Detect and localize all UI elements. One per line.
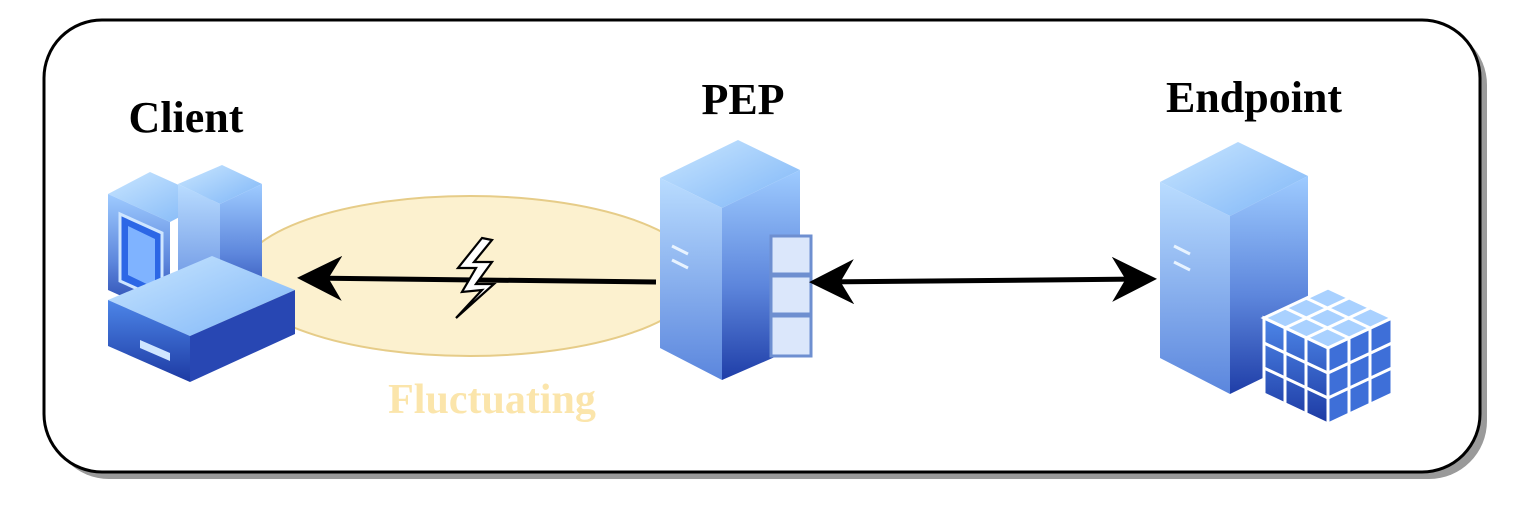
- fluctuating-label: Fluctuating: [388, 377, 596, 423]
- link-arrow-pep-to-client: [297, 255, 657, 301]
- link-arrow-pep-endpoint: [809, 256, 1157, 305]
- queue-buffer-icon: [769, 234, 813, 358]
- data-cube-icon: [1260, 286, 1396, 427]
- pep-label: PEP: [701, 75, 784, 124]
- lightning-bolt-icon: [455, 236, 497, 319]
- endpoint-label: Endpoint: [1166, 73, 1342, 122]
- client-label: Client: [129, 93, 244, 142]
- desktop-computer-icon: [108, 165, 295, 382]
- database-server-icon: [1160, 142, 1396, 427]
